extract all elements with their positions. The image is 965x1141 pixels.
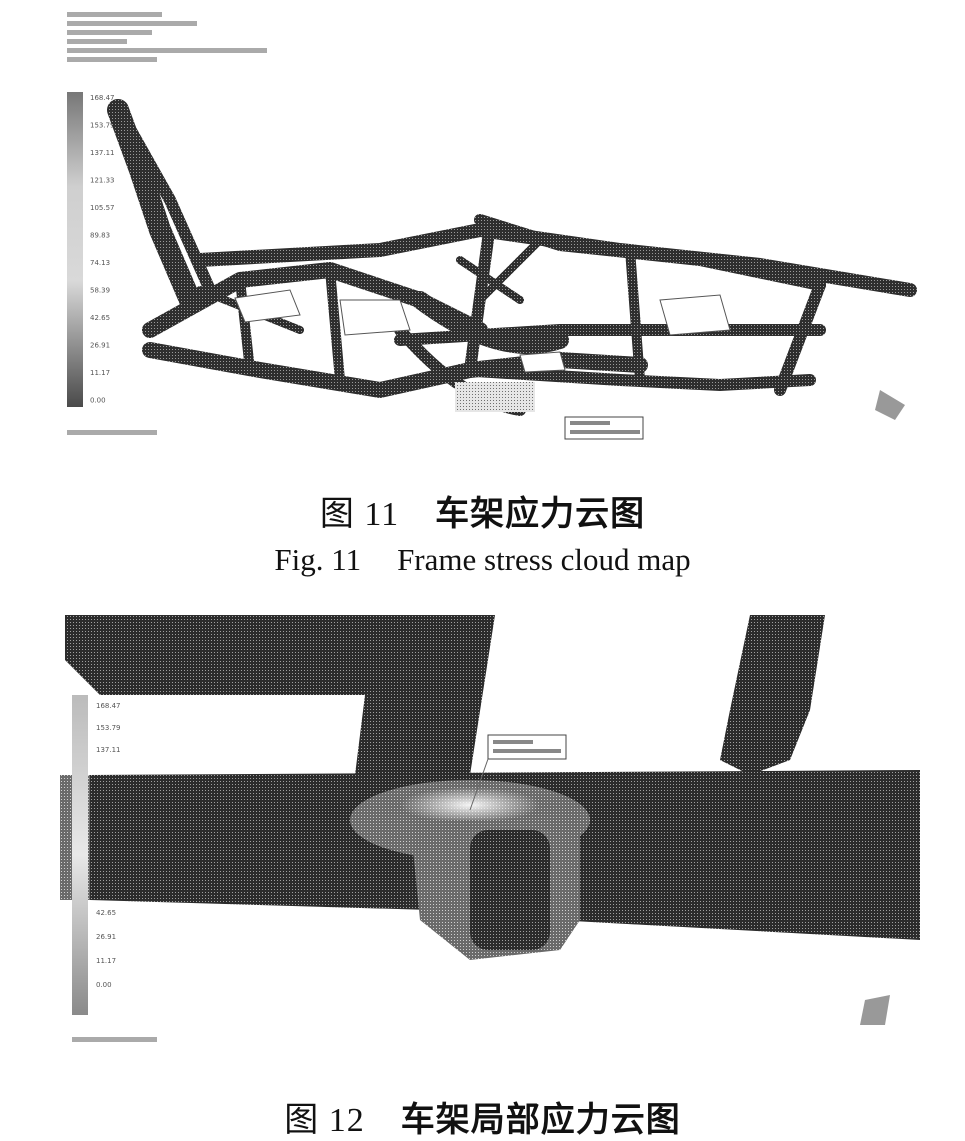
probe-label [469, 734, 567, 811]
plot-footer-text [72, 1037, 157, 1042]
legend-value: 168.47 [90, 94, 115, 102]
legend-value: 74.13 [90, 259, 110, 267]
color-legend-bar [72, 695, 88, 1015]
legend-value: 11.17 [96, 957, 116, 965]
legend-value: 153.79 [90, 122, 115, 130]
bracket-boss [470, 830, 550, 950]
legend-value: 153.79 [96, 724, 121, 732]
legend-value: 26.91 [90, 342, 110, 350]
figure-11: 168.47 153.79 137.11 121.33 105.57 89.83 74.13… [0, 0, 965, 460]
plot-footer-text [67, 430, 157, 435]
upper-beam-left [65, 615, 495, 820]
color-legend-labels: 168.47 153.79 137.11 42.65 26.91 11.17 0.00 [96, 702, 121, 989]
legend-value: 0.00 [96, 981, 112, 989]
legend-value: 26.91 [96, 933, 116, 941]
legend-value: 137.11 [96, 746, 121, 754]
legend-value: 42.65 [96, 909, 116, 917]
legend-value: 58.39 [90, 287, 110, 295]
legend-value: 0.00 [90, 397, 106, 405]
upper-beam-right [720, 615, 825, 775]
color-legend-bar [67, 92, 83, 407]
frame-model [107, 99, 917, 416]
frame-stress-plot: 168.47 153.79 137.11 121.33 105.57 89.83 74.13… [67, 12, 917, 440]
plot-header-text [67, 12, 267, 62]
legend-value: 105.57 [90, 204, 115, 212]
legend-value: 137.11 [90, 149, 115, 157]
legend-value: 42.65 [90, 314, 110, 322]
axis-triad-icon [875, 390, 905, 420]
legend-value: 89.83 [90, 232, 110, 240]
color-legend-labels: 168.47 153.79 137.11 121.33 105.57 89.83 74.13… [90, 94, 115, 405]
legend-value: 11.17 [90, 369, 110, 377]
axis-triad-icon [860, 995, 890, 1025]
local-stress-plot: 168.47 153.79 137.11 42.65 26.91 11.17 0.00 [60, 615, 920, 1042]
figure-12: 168.47 153.79 137.11 42.65 26.91 11.17 0.00 [0, 600, 965, 1060]
lower-mesh-plates [455, 382, 535, 412]
legend-value: 168.47 [96, 702, 121, 710]
frame-plates [234, 289, 731, 373]
legend-value: 121.33 [90, 177, 115, 185]
probe-label [564, 416, 644, 440]
